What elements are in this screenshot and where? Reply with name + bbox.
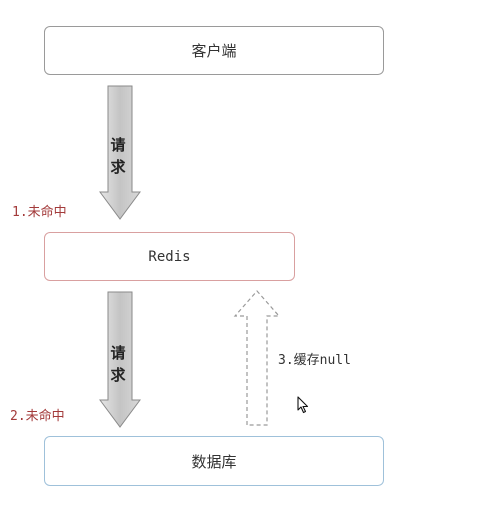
database-label: 数据库 [191,452,237,471]
miss-label-2: 2.未命中 [10,409,65,424]
request-arrow-1-char-2: 求 [110,158,126,176]
request-arrow-2-text: 请 求 [107,342,129,386]
redis-node: Redis [44,232,295,281]
request-arrow-2 [99,291,141,428]
client-label: 客户端 [191,42,237,60]
request-arrow-1-text: 请 求 [107,134,129,178]
request-arrow-1 [99,85,141,220]
mouse-pointer-icon [297,396,309,414]
request-arrow-2-char-2: 求 [110,366,126,384]
database-node: 数据库 [44,436,384,486]
cache-null-arrow [233,290,281,426]
request-arrow-2-char-1: 请 [110,344,126,362]
request-arrow-1-char-1: 请 [110,136,126,154]
miss-label-1: 1.未命中 [12,205,67,220]
redis-label: Redis [148,248,191,265]
client-node: 客户端 [44,26,384,75]
cache-null-label: 3.缓存null [278,353,351,368]
